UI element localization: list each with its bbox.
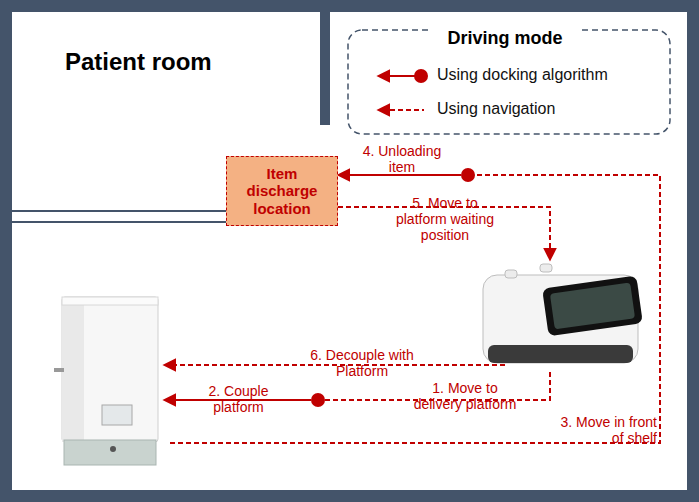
robot-bumper [488, 345, 633, 363]
robot-tablet [542, 276, 643, 337]
legend-title: Driving mode [432, 28, 578, 49]
platform-top [62, 297, 158, 305]
canvas [12, 12, 687, 490]
step-label: 4. Unloading item [352, 143, 452, 175]
legend-text: Using navigation [437, 100, 555, 118]
platform-handle [54, 368, 64, 372]
platform-hole [110, 446, 116, 452]
robot-bump [540, 264, 552, 272]
robot-illustration [483, 264, 643, 363]
room-wall-line [12, 221, 226, 223]
platform-illustration [54, 297, 158, 465]
platform-base [64, 440, 156, 465]
tablet-frame [542, 276, 643, 337]
room-title: Patient room [65, 48, 285, 76]
tablet-screen [550, 282, 635, 329]
step-label: 3. Move in front of shelf [557, 414, 657, 446]
legend-text: Using docking algorithm [437, 66, 608, 84]
step-label: 6. Decouple with Platform [297, 347, 427, 379]
node-text: Item discharge location [241, 165, 323, 217]
location-box: Item discharge location [226, 156, 338, 226]
platform-body [62, 297, 158, 442]
platform-window [102, 405, 132, 425]
room-wall [320, 0, 330, 125]
step-label: 1. Move to delivery platform [409, 380, 521, 412]
robot-bump [505, 270, 517, 278]
platform-side [62, 297, 84, 442]
room-wall-line [12, 210, 226, 212]
legend-dock-dot [414, 69, 428, 83]
step-label: 2. Couple platform [191, 383, 286, 415]
dock-start-dot [311, 393, 325, 407]
step-label: 5. Move to platform waiting position [393, 195, 497, 243]
legend-dashed-sample [382, 109, 424, 111]
dock-start-dot [461, 168, 475, 182]
